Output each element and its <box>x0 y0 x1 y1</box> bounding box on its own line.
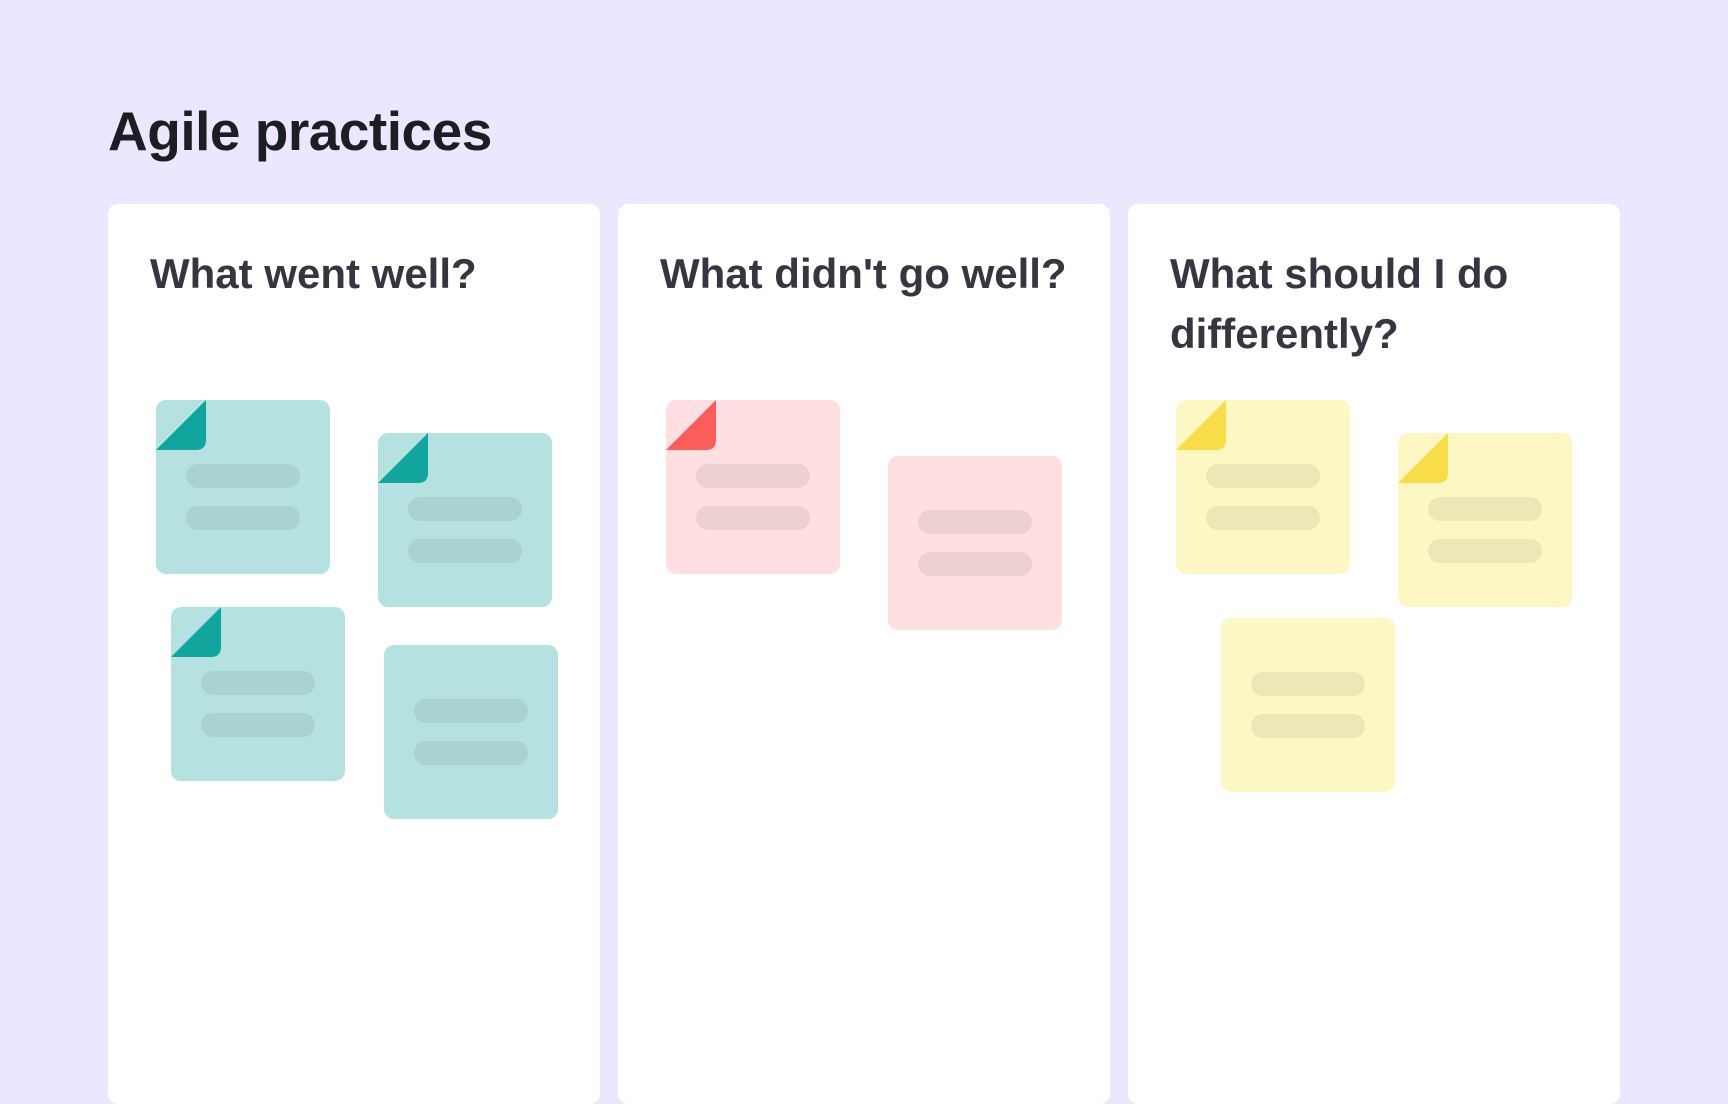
note-line-placeholder <box>408 497 522 521</box>
note-line-placeholder <box>186 464 300 488</box>
folded-corner-icon <box>1176 400 1226 450</box>
note-line-placeholder <box>918 552 1032 576</box>
note-line-placeholder <box>1428 539 1542 563</box>
sticky-note[interactable] <box>888 456 1062 630</box>
note-line-placeholder <box>408 539 522 563</box>
sticky-note[interactable] <box>384 645 558 819</box>
note-line-placeholder <box>186 506 300 530</box>
column-title: What went well? <box>150 250 477 297</box>
folded-corner-icon <box>666 400 716 450</box>
sticky-note[interactable] <box>1221 618 1395 792</box>
note-line-placeholder <box>201 713 315 737</box>
sticky-note[interactable] <box>171 607 345 781</box>
board-title: Agile practices <box>108 100 492 162</box>
sticky-note[interactable] <box>378 433 552 607</box>
note-line-placeholder <box>918 510 1032 534</box>
note-line-placeholder <box>696 506 810 530</box>
column-title: What should I do differently? <box>1170 250 1509 357</box>
sticky-note[interactable] <box>1176 400 1350 574</box>
note-line-placeholder <box>1251 672 1365 696</box>
column-didnt-go-well: What didn't go well? <box>618 204 1110 1104</box>
note-line-placeholder <box>696 464 810 488</box>
column-went-well: What went well? <box>108 204 600 1104</box>
note-line-placeholder <box>1206 464 1320 488</box>
sticky-note[interactable] <box>666 400 840 574</box>
note-line-placeholder <box>1251 714 1365 738</box>
note-line-placeholder <box>1428 497 1542 521</box>
note-line-placeholder <box>201 671 315 695</box>
folded-corner-icon <box>1398 433 1448 483</box>
note-line-placeholder <box>1206 506 1320 530</box>
column-title: What didn't go well? <box>660 250 1067 297</box>
folded-corner-icon <box>171 607 221 657</box>
sticky-note[interactable] <box>1398 433 1572 607</box>
sticky-note[interactable] <box>156 400 330 574</box>
folded-corner-icon <box>156 400 206 450</box>
folded-corner-icon <box>378 433 428 483</box>
column-do-differently: What should I do differently? <box>1128 204 1620 1104</box>
note-line-placeholder <box>414 699 528 723</box>
note-line-placeholder <box>414 741 528 765</box>
